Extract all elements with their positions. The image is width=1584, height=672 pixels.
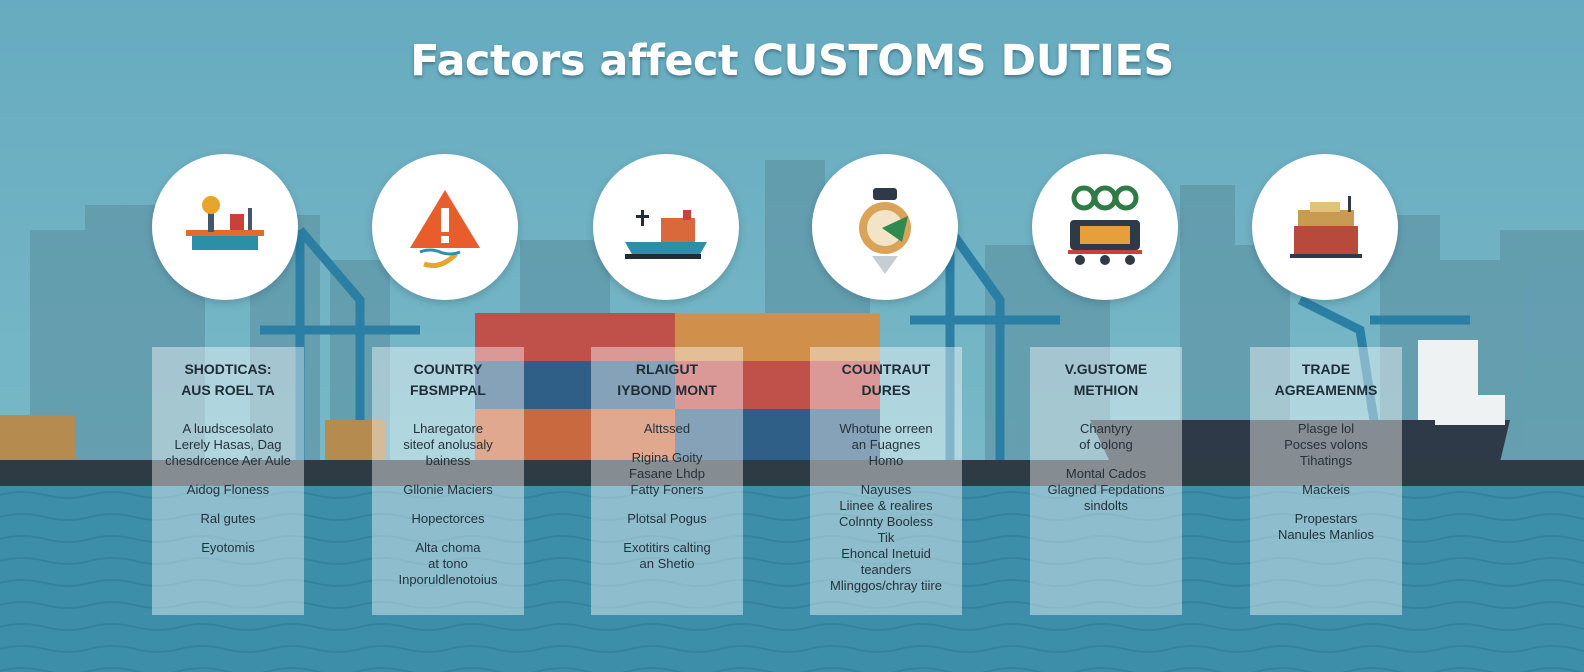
- factor-line: Chantyry of oolong: [1079, 421, 1133, 452]
- factor-line: Lharegatore siteof anolusaly bainess: [403, 421, 493, 468]
- factor-heading: V.GUSTOME METHION: [1064, 361, 1148, 398]
- factor-heading: COUNTRY FBSMPPAL: [410, 361, 486, 398]
- factor-line: Alta choma at tono Inporuldlenotoius: [398, 540, 498, 587]
- factor-heading: TRADE AGREAMENMS: [1274, 361, 1378, 398]
- factor-icon-circle: [812, 154, 958, 300]
- factor-line: Exotitirs calting an Shetio: [623, 540, 711, 571]
- factor-line: A luudscesolato Lerely Hasas, Dag chesdr…: [165, 421, 291, 468]
- factor-icon-circle: [372, 154, 518, 300]
- harbor-cranes: [260, 227, 1470, 461]
- factor-line: Plotsal Pogus: [627, 511, 707, 526]
- page-title: Factors affect CUSTOMS DUTIES: [410, 36, 1174, 86]
- factor-icon-circle: [152, 154, 298, 300]
- factor-heading: COUNTRAUT DURES: [841, 361, 931, 398]
- factor-line: Whotune orreen an Fuagnes Homo: [839, 421, 933, 468]
- moored-ship: [1090, 340, 1510, 462]
- factor-panel: TRADE AGREAMENMS Plasge lol Pocses volon…: [1250, 347, 1402, 615]
- factor-line: Nayuses Liinee & realires Colnnty Booles…: [830, 482, 942, 593]
- factor-line: Hopectorces: [411, 511, 485, 526]
- cargo-ship-icon: [625, 210, 707, 259]
- factor-heading: SHODTICAS: AUS ROEL TA: [181, 361, 275, 398]
- factor-line: Aidog Floness: [186, 482, 270, 497]
- factor-panel: RLAIGUT IYBOND MONT Alttssed Rigina Goit…: [591, 347, 743, 615]
- factor-line: Alttssed: [643, 421, 691, 436]
- factor-line: Gllonie Maciers: [403, 482, 493, 497]
- shipping-containers: [0, 313, 880, 461]
- freight-wagon-icon: [1068, 185, 1142, 265]
- factor-icon-circle: [593, 154, 739, 300]
- factor-heading: RLAIGUT IYBOND MONT: [617, 361, 717, 398]
- inspection-seal-icon: [859, 188, 911, 274]
- factor-line: Eyotomis: [201, 540, 255, 555]
- factor-panel: SHODTICAS: AUS ROEL TA A luudscesolato L…: [152, 347, 304, 615]
- factor-line: Ral gutes: [200, 511, 256, 526]
- factor-icon-circle: [1252, 154, 1398, 300]
- factor-line: Mackeis: [1302, 482, 1350, 497]
- factor-line: Montal Cados Glagned Fepdations sindolts: [1047, 466, 1165, 513]
- factor-line: Rigina Goity Fasane Lhdp Fatty Foners: [629, 450, 705, 497]
- factor-panel: V.GUSTOME METHION Chantyry of oolong Mon…: [1030, 347, 1182, 615]
- offshore-platform-icon: [186, 196, 264, 250]
- warning-triangle-icon: [410, 190, 480, 269]
- factor-panel: COUNTRY FBSMPPAL Lharegatore siteof anol…: [372, 347, 524, 615]
- trade-ship-icon: [1290, 196, 1362, 258]
- factor-panel: COUNTRAUT DURES Whotune orreen an Fuagne…: [810, 347, 962, 615]
- factor-line: Propestars Nanules Manlios: [1277, 511, 1375, 542]
- factor-line: Plasge lol Pocses volons Tihatings: [1284, 421, 1368, 468]
- factor-icon-circle: [1032, 154, 1178, 300]
